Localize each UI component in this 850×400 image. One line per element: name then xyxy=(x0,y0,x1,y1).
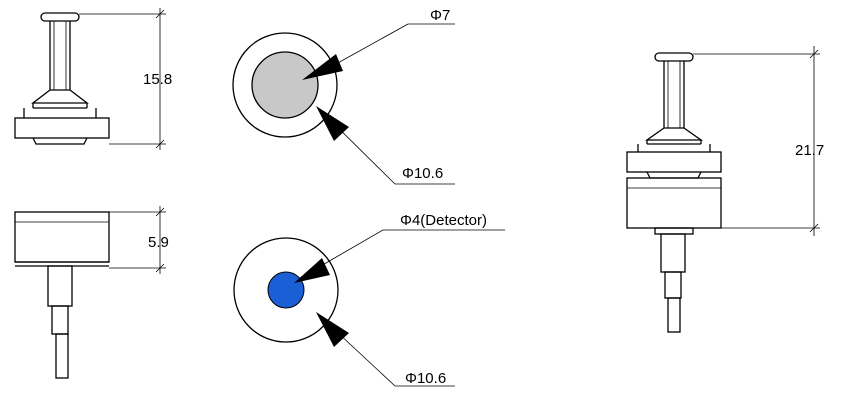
top-view-window: Φ7 Φ10.6 xyxy=(232,7,455,185)
body-diameter-label-bottom: Φ10.6 xyxy=(405,370,446,387)
window-circle xyxy=(251,51,319,119)
side-view-bottom-left: 5.9 xyxy=(14,206,169,379)
window-diameter-label: Φ7 xyxy=(430,7,450,24)
side-view-assembly: 21.7 xyxy=(626,46,824,333)
height-label-15-8: 15.8 xyxy=(143,71,172,88)
side-view-top-left: 15.8 xyxy=(14,8,172,150)
body-diameter-label-top: Φ10.6 xyxy=(402,165,443,182)
detector-circle xyxy=(267,271,305,309)
height-label-5-9: 5.9 xyxy=(148,234,169,251)
top-view-detector: Φ4(Detector) Φ10.6 xyxy=(233,212,505,387)
detector-diameter-label: Φ4(Detector) xyxy=(400,212,487,229)
height-label-21-7: 21.7 xyxy=(795,142,824,159)
